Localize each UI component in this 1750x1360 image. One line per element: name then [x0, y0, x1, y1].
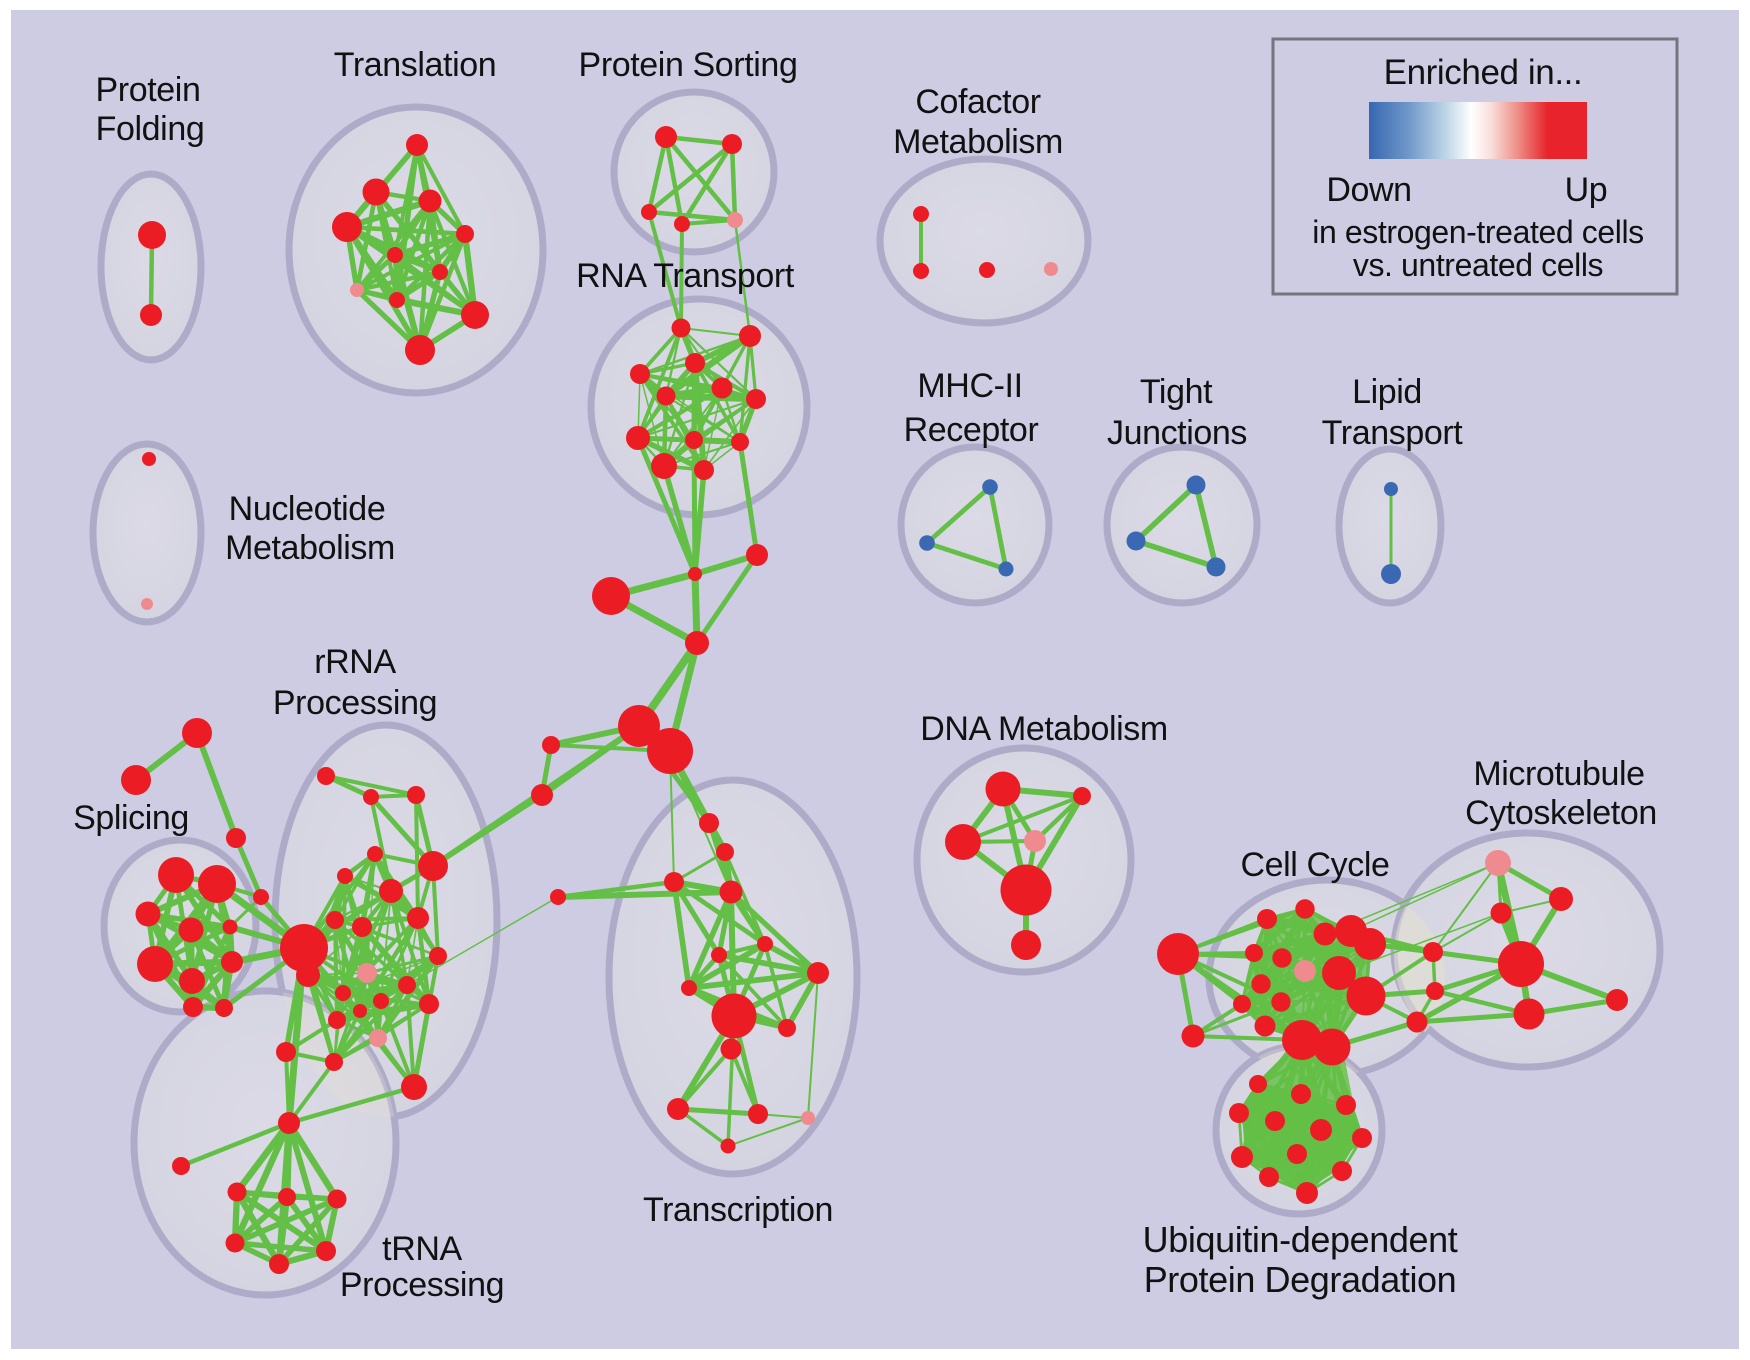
svg-text:RNA Transport: RNA Transport — [576, 257, 795, 295]
svg-text:Microtubule: Microtubule — [1473, 755, 1644, 793]
svg-text:rRNA: rRNA — [314, 643, 396, 681]
svg-text:Enriched in...: Enriched in... — [1384, 53, 1583, 92]
svg-text:Lipid: Lipid — [1352, 373, 1422, 411]
svg-text:Up: Up — [1565, 171, 1608, 209]
svg-text:Protein Degradation: Protein Degradation — [1144, 1259, 1457, 1300]
svg-text:Cofactor: Cofactor — [915, 83, 1040, 121]
svg-text:Translation: Translation — [334, 46, 497, 84]
svg-text:Processing: Processing — [340, 1266, 504, 1304]
svg-text:Down: Down — [1326, 171, 1411, 209]
svg-text:DNA Metabolism: DNA Metabolism — [920, 710, 1168, 748]
svg-text:Protein Sorting: Protein Sorting — [579, 46, 798, 84]
svg-text:Tight: Tight — [1140, 373, 1213, 411]
svg-text:Folding: Folding — [96, 110, 205, 148]
svg-text:vs. untreated cells: vs. untreated cells — [1353, 247, 1603, 283]
svg-text:tRNA: tRNA — [382, 1230, 462, 1268]
svg-text:Cell Cycle: Cell Cycle — [1240, 846, 1389, 884]
svg-text:Cytoskeleton: Cytoskeleton — [1465, 794, 1657, 832]
svg-text:Transport: Transport — [1322, 414, 1464, 452]
svg-text:Junctions: Junctions — [1107, 414, 1247, 452]
svg-text:Processing: Processing — [273, 684, 437, 722]
svg-text:Transcription: Transcription — [643, 1191, 833, 1229]
svg-text:Metabolism: Metabolism — [225, 529, 395, 567]
svg-text:Protein: Protein — [96, 71, 201, 109]
svg-text:Splicing: Splicing — [73, 799, 189, 837]
svg-text:MHC-II: MHC-II — [917, 367, 1022, 405]
svg-text:Metabolism: Metabolism — [893, 123, 1063, 161]
svg-text:Nucleotide: Nucleotide — [229, 490, 386, 528]
svg-text:Ubiquitin-dependent: Ubiquitin-dependent — [1143, 1219, 1458, 1260]
svg-text:in estrogen-treated cells: in estrogen-treated cells — [1312, 214, 1644, 250]
svg-text:Receptor: Receptor — [904, 411, 1039, 449]
